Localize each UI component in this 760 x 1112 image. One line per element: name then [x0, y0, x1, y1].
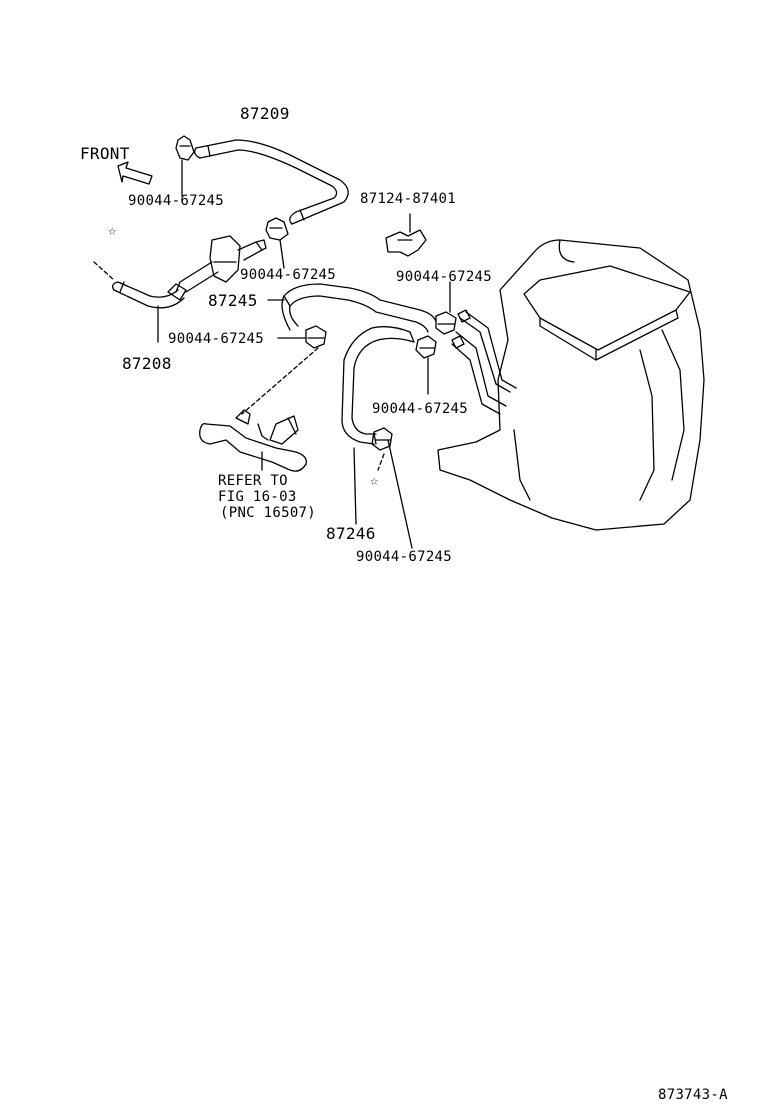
part-number-87208: 87208	[122, 354, 172, 373]
refer-to-line-3: (PNC 16507)	[220, 505, 317, 521]
hose-clamp-icon	[371, 427, 413, 549]
hose-bracket	[385, 213, 427, 257]
part-number-clip-5: 90044-67245	[372, 401, 469, 417]
front-arrow-icon	[117, 161, 153, 185]
water-pipe-refer-assembly	[199, 409, 307, 472]
star-leader-line	[93, 261, 115, 281]
part-number-87245: 87245	[208, 291, 258, 310]
hose-87246	[341, 326, 415, 525]
part-number-87246: 87246	[326, 524, 376, 543]
engine-block	[437, 239, 705, 531]
hose-clamp-icon	[175, 135, 195, 197]
part-number-clip-1: 90044-67245	[128, 193, 225, 209]
part-number-87209: 87209	[240, 104, 290, 123]
star-marker-upper: ☆	[108, 223, 117, 239]
front-label: FRONT	[80, 144, 130, 163]
heater-pipes	[451, 309, 517, 415]
hose-clamp-icon	[415, 335, 437, 395]
hose-clamp-icon	[277, 325, 327, 349]
diagram-id-footer: 873743-A	[658, 1087, 728, 1103]
hose-87245	[267, 283, 437, 333]
star-marker-lower: ☆	[370, 473, 379, 489]
hose-clamp-icon	[435, 281, 457, 335]
hose-87208	[112, 281, 187, 343]
part-number-clip-4: 90044-67245	[168, 331, 265, 347]
part-number-clip-3: 90044-67245	[396, 269, 493, 285]
hose-clamp-icon	[265, 217, 289, 269]
part-number-clip-2: 90044-67245	[240, 267, 337, 283]
water-valve-assembly	[175, 235, 267, 293]
part-number-clip-6: 90044-67245	[356, 549, 453, 565]
hose-87209	[194, 139, 349, 225]
part-number-87124-87401: 87124-87401	[360, 191, 457, 207]
reference-leader-line	[241, 347, 319, 415]
refer-to-line-1: REFER TO	[218, 473, 288, 489]
refer-to-line-2: FIG 16-03	[218, 489, 297, 505]
